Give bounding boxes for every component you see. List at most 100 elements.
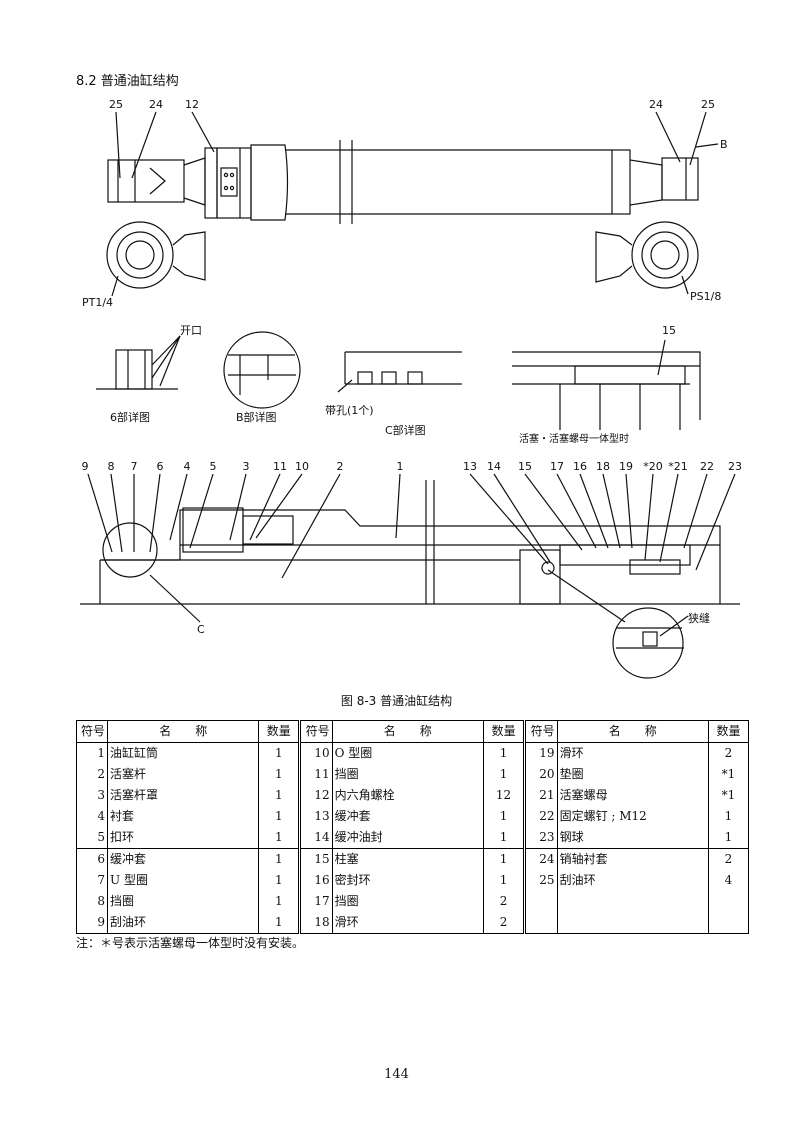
part-quantity: 1: [482, 870, 525, 891]
part-number: 13: [298, 806, 333, 827]
part-number: 5: [75, 827, 108, 849]
part-name: 油缸缸筒: [107, 742, 259, 764]
header-name: 名 称: [107, 720, 259, 743]
callout-1: 1: [397, 460, 404, 473]
part-number: 15: [298, 848, 333, 870]
part-quantity: *1: [707, 764, 750, 785]
part-quantity: 1: [258, 764, 300, 785]
header-qty: 数量: [258, 720, 300, 743]
part-quantity: 1: [707, 827, 750, 849]
part-number: 21: [523, 785, 558, 806]
part-quantity: 1: [258, 827, 300, 849]
detail-b-title: B部详图: [236, 410, 277, 424]
part-number: 14: [298, 827, 333, 849]
callout-9: 9: [82, 460, 89, 473]
header-qty: 数量: [482, 720, 525, 743]
part-quantity: 2: [707, 742, 750, 764]
callout-15: 15: [518, 460, 532, 473]
part-quantity: 2: [707, 848, 750, 870]
part-number: 8: [75, 891, 108, 912]
part-number: 24: [523, 848, 558, 870]
part-number: 11: [298, 764, 333, 785]
part-number: 4: [75, 806, 108, 827]
part-quantity: 1: [707, 806, 750, 827]
part-name: 缓冲套: [331, 806, 484, 827]
part-name: 扣环: [107, 827, 259, 849]
label-24-left: 24: [149, 98, 163, 111]
part-number: 10: [298, 742, 333, 764]
sectional-view: [80, 473, 740, 679]
header-name: 名 称: [331, 720, 484, 743]
callout-13: 13: [463, 460, 477, 473]
part-quantity: *1: [707, 785, 750, 806]
detail-drawings: [96, 331, 701, 430]
part-name: 销轴衬套: [556, 848, 709, 870]
part-quantity: 1: [258, 912, 300, 934]
part-name: 固定螺钉 ; M12: [556, 806, 709, 827]
part-number: 1: [75, 742, 108, 764]
port-right-label: PS1/8: [690, 290, 721, 303]
label-b: B: [720, 138, 728, 151]
part-name: 密封环: [331, 870, 484, 891]
part-number: 7: [75, 870, 108, 891]
callout-19: 19: [619, 460, 633, 473]
opening-label: 开口: [180, 324, 202, 337]
label-12: 12: [185, 98, 199, 111]
callout-5: 5: [210, 460, 217, 473]
callout-4: 4: [184, 460, 191, 473]
part-number: [523, 912, 558, 934]
part-number: 3: [75, 785, 108, 806]
callout-8: 8: [108, 460, 115, 473]
label-15-detail: 15: [662, 324, 676, 337]
part-name: 缓冲油封: [331, 827, 484, 849]
piston-integrated-note: 活塞・活塞螺母一体型时: [519, 432, 629, 445]
part-name: 挡圈: [331, 764, 484, 785]
table-header-row: 符号 名 称 数量 符号 名 称 数量 符号 名 称 数量: [75, 720, 750, 743]
port-left-label: PT1/4: [82, 296, 113, 309]
part-quantity: 1: [258, 742, 300, 764]
part-name: 刮油环: [107, 912, 259, 934]
part-number: 9: [75, 912, 108, 934]
part-number: 22: [523, 806, 558, 827]
figure-caption: 图 8-3 普通油缸结构: [340, 694, 453, 708]
part-number: 23: [523, 827, 558, 849]
part-number: 17: [298, 891, 333, 912]
part-name: 钢球: [556, 827, 709, 849]
part-name: 滑环: [331, 912, 484, 934]
part-name: 挡圈: [107, 891, 259, 912]
part-quantity: 1: [482, 827, 525, 849]
header-no: 符号: [523, 720, 558, 743]
part-name: 垫圈: [556, 764, 709, 785]
label-24-right: 24: [649, 98, 663, 111]
part-quantity: 1: [258, 848, 300, 870]
section-title: 8.2 普通油缸结构: [76, 74, 179, 89]
part-name: U 型圈: [107, 870, 259, 891]
callout-22: 22: [700, 460, 714, 473]
label-25-left: 25: [109, 98, 123, 111]
part-name: [556, 891, 709, 912]
callout-18: 18: [596, 460, 610, 473]
callout-3: 3: [243, 460, 250, 473]
part-quantity: 1: [482, 764, 525, 785]
part-name: 活塞螺母: [556, 785, 709, 806]
part-number: 12: [298, 785, 333, 806]
part-number: 2: [75, 764, 108, 785]
detail-6-title: 6部详图: [110, 410, 150, 424]
header-qty: 数量: [707, 720, 750, 743]
part-name: 活塞杆: [107, 764, 259, 785]
callout-20: *20: [643, 460, 663, 473]
page-number: 144: [384, 1067, 409, 1082]
part-quantity: [707, 891, 750, 912]
part-name: 柱塞: [331, 848, 484, 870]
callout-11: 11: [273, 460, 287, 473]
label-25-right: 25: [701, 98, 715, 111]
callout-2: 2: [337, 460, 344, 473]
cylinder-assembly-drawing: [106, 111, 719, 297]
part-quantity: 1: [482, 848, 525, 870]
